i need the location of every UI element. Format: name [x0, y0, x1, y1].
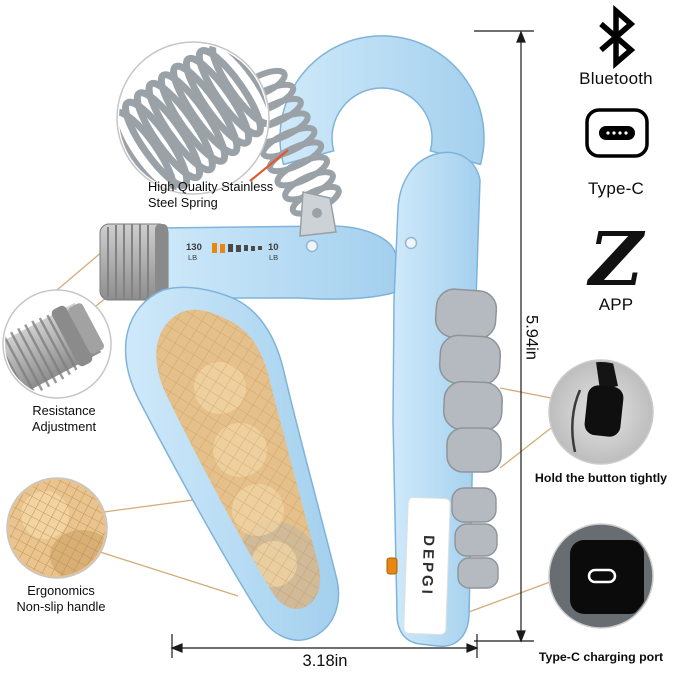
callout-connector-lines [56, 239, 552, 617]
resistance-label-line2: Adjustment [31, 419, 97, 434]
spring-pointer-line [249, 149, 289, 182]
hold-button-label: Hold the button tightly [534, 471, 668, 485]
type-c-label: Type-C [588, 179, 644, 198]
hold-button-zoom-circle [548, 359, 654, 465]
resistance-knob [99, 223, 169, 301]
width-dimension-label: 3.18in [302, 652, 348, 670]
ergonomics-label-line2: Non-slip handle [16, 599, 106, 614]
spring [235, 67, 342, 237]
scale-ticks [212, 243, 262, 253]
spring-label: High Quality Stainless Steel Spring [148, 179, 298, 211]
scale-max-unit: LB [188, 253, 197, 262]
pivot-screws [305, 236, 418, 253]
thumb-pads [434, 288, 503, 473]
charging-port-label: Type-C charging port [538, 650, 664, 664]
scale-max-value: 130 [186, 242, 202, 253]
bluetooth-icon [599, 4, 636, 70]
spring-zoom-circle [116, 41, 270, 195]
brand-text: DEPGI [418, 535, 437, 597]
top-hook [279, 35, 485, 166]
charging-port-zoom-circle [548, 523, 654, 629]
brand-label: DEPGI [403, 496, 451, 636]
spring-label-line1: High Quality Stainless [148, 179, 274, 194]
bluetooth-label: Bluetooth [579, 69, 653, 88]
grip-strengthener: 130 LB 10 LB [99, 35, 503, 647]
scale-min-value: 10 [268, 242, 279, 253]
resistance-label-line1: Resistance [32, 403, 96, 418]
app-logo-icon: Z [586, 217, 646, 303]
spring-label-line2: Steel Spring [148, 195, 218, 210]
scale-min-unit: LB [269, 253, 278, 262]
dimension-lines [170, 30, 534, 658]
charging-port-nub [386, 557, 398, 575]
lower-grip-pads [451, 487, 499, 589]
type-c-icon [585, 108, 649, 158]
resistance-zoom-circle [2, 289, 112, 399]
height-dimension-label: 5.94in [522, 315, 541, 360]
app-logo-glyph: Z [586, 217, 646, 303]
ergonomics-label: Ergonomics Non-slip handle [2, 583, 120, 615]
app-label: APP [598, 295, 634, 314]
ergonomics-zoom-circle [6, 477, 108, 579]
resistance-label: Resistance Adjustment [8, 403, 120, 435]
ergonomics-label-line1: Ergonomics [27, 583, 95, 598]
resistance-scale: 130 LB 10 LB [186, 242, 279, 262]
